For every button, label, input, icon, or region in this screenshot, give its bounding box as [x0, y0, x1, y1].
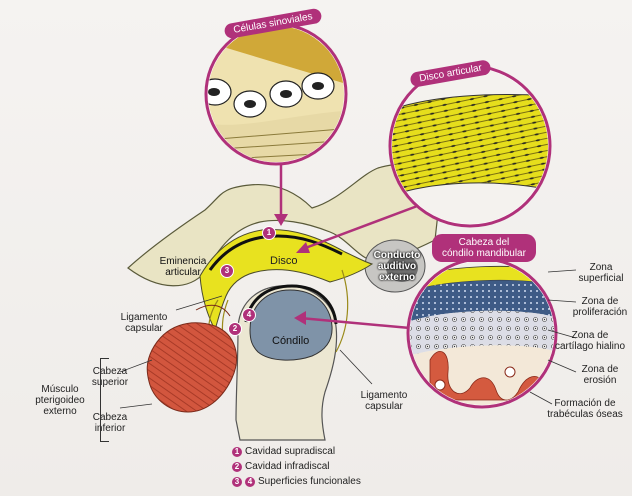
condyle-head-label-2: cóndilo mandibular: [442, 248, 526, 259]
conducto-line-2: auditivo: [360, 261, 434, 272]
badge-1: 1: [262, 226, 276, 240]
badge-3: 3: [220, 264, 234, 278]
conducto-line-1: Conducto: [360, 250, 434, 261]
legend-badge-2: 2: [232, 462, 242, 472]
legend-text-2: Cavidad infradiscal: [245, 461, 330, 472]
lig-left-line-2: capsular: [112, 323, 176, 334]
cabeza-sup-line-1: Cabeza: [84, 366, 136, 377]
legend-badge-3: 3: [232, 477, 242, 487]
legend-row-1: 1 Cavidad supradiscal: [232, 444, 361, 459]
zona-prol-line-1: Zona de: [570, 296, 630, 307]
musculo-line-3: externo: [22, 406, 98, 417]
condilo-label: Cóndilo: [272, 336, 309, 347]
eminencia-line-1: Eminencia: [148, 256, 218, 267]
muscle-bracket: [100, 358, 109, 442]
legend-badge-4: 4: [245, 477, 255, 487]
lig-left-line-1: Ligamento: [112, 312, 176, 323]
legend-badge-1: 1: [232, 447, 242, 457]
synovial-callout-circle: [199, 20, 360, 170]
zona-sup-line-2: superficial: [572, 273, 630, 284]
zona-ero-line-2: erosión: [572, 375, 628, 386]
zona-sup-line-1: Zona: [572, 262, 630, 273]
zona-ero-line-1: Zona de: [572, 364, 628, 375]
lig-bottom-line-2: capsular: [352, 401, 416, 412]
lig-bottom-line-1: Ligamento: [352, 390, 416, 401]
legend-row-3: 3 4 Superficies funcionales: [232, 474, 361, 489]
condyle-head-label-1: Cabeza del: [442, 237, 526, 248]
musculo-line-2: pterigoideo: [22, 395, 98, 406]
trab-line-2: trabéculas óseas: [540, 409, 630, 420]
ligamento-capsular-bottom-label: Ligamento capsular: [352, 390, 416, 412]
eminencia-line-2: articular: [148, 267, 218, 278]
zona-proliferacion-label: Zona de proliferación: [570, 296, 630, 318]
zona-superficial-label: Zona superficial: [572, 262, 630, 284]
condyle: [250, 290, 332, 360]
legend-text-3: Superficies funcionales: [258, 476, 361, 487]
zona-cart-line-1: Zona de: [550, 330, 630, 341]
legend-text-1: Cavidad supradiscal: [245, 446, 335, 457]
disco-label: Disco: [270, 256, 298, 267]
conducto-line-3: externo: [360, 272, 434, 283]
pterygoid-muscle: [147, 323, 236, 412]
musculo-line-1: Músculo: [22, 384, 98, 395]
trabeculas-label: Formación de trabéculas óseas: [540, 398, 630, 420]
musculo-label: Músculo pterigoideo externo: [22, 384, 98, 417]
disc-callout-circle: [390, 66, 552, 226]
zona-cartilago-label: Zona de cartílago hialino: [550, 330, 630, 352]
legend-row-2: 2 Cavidad infradiscal: [232, 459, 361, 474]
ligamento-capsular-left-label: Ligamento capsular: [112, 312, 176, 334]
badge-4: 4: [242, 308, 256, 322]
trab-line-1: Formación de: [540, 398, 630, 409]
cabeza-inf-line-2: inferior: [84, 423, 136, 434]
conducto-label: Conducto auditivo externo: [360, 250, 434, 283]
zona-prol-line-2: proliferación: [570, 307, 630, 318]
eminencia-label: Eminencia articular: [148, 256, 218, 278]
zona-cart-line-2: cartílago hialino: [550, 341, 630, 352]
zona-erosion-label: Zona de erosión: [572, 364, 628, 386]
legend: 1 Cavidad supradiscal 2 Cavidad infradis…: [232, 444, 361, 489]
condyle-head-tag: Cabeza del cóndilo mandibular: [432, 234, 536, 262]
badge-2: 2: [228, 322, 242, 336]
